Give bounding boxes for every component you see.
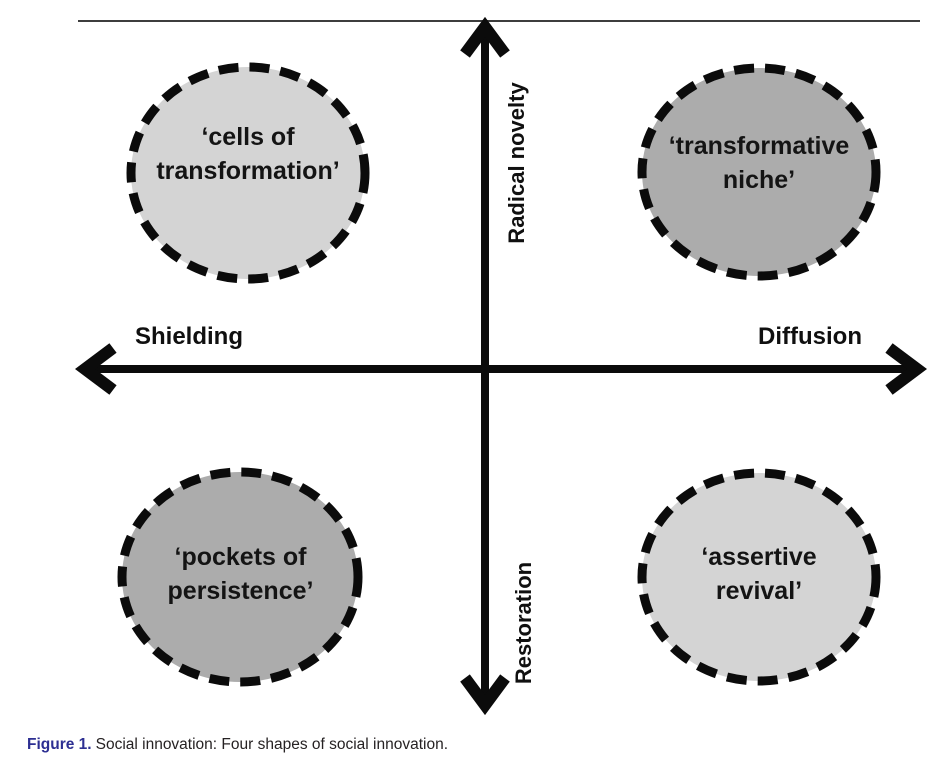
axis-label-shielding: Shielding	[135, 323, 243, 350]
circle-pockets-of-persistence	[117, 467, 363, 687]
arrowhead-right-icon	[885, 343, 927, 395]
figure-caption-label: Figure 1.	[27, 736, 92, 753]
figure-caption: Figure 1.Social innovation: Four shapes …	[27, 736, 448, 754]
axis-label-radical-novelty: Radical novelty	[504, 82, 529, 244]
arrowhead-up-icon	[460, 16, 510, 58]
axis-label-restoration: Restoration	[511, 561, 536, 685]
circle-assertive-revival	[637, 468, 881, 686]
arrowhead-left-icon	[75, 343, 117, 395]
arrowhead-down-icon	[460, 674, 510, 716]
figure-caption-text: Social innovation: Four shapes of social…	[95, 736, 449, 753]
circle-transformative-niche	[637, 63, 881, 281]
circle-cells-of-transformation	[126, 62, 370, 284]
axis-label-diffusion: Diffusion	[758, 323, 862, 350]
